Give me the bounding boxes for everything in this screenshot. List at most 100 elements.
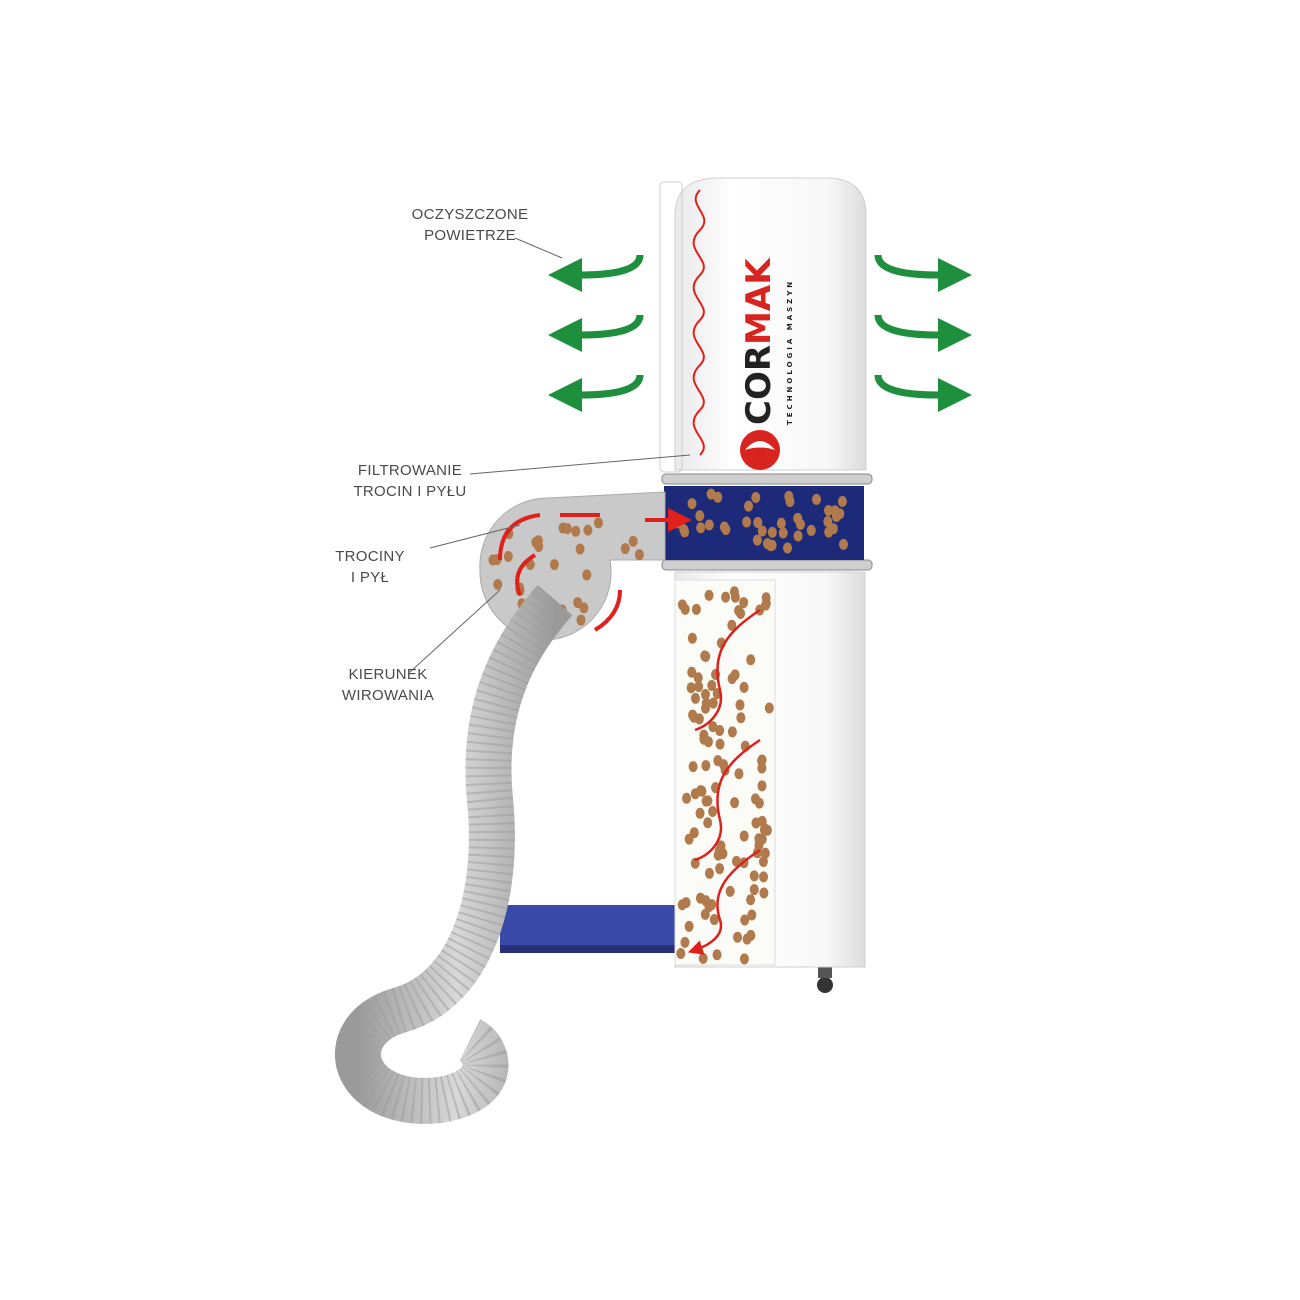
label-line: FILTROWANIE	[357, 462, 463, 479]
dust-particle	[573, 597, 583, 609]
separator-band	[664, 486, 864, 560]
dust-particle	[701, 895, 711, 907]
dust-particle	[739, 953, 749, 965]
dust-particle	[575, 543, 585, 555]
dust-particle	[735, 699, 745, 711]
downward-spiral-arrow	[695, 608, 761, 950]
dust-particle	[634, 549, 644, 561]
dust-particle	[747, 909, 757, 921]
intake-hose	[335, 584, 573, 1124]
dust-particle	[503, 551, 513, 563]
dust-particle	[729, 586, 739, 598]
upper-clamp	[661, 473, 873, 485]
dust-particle	[701, 702, 711, 714]
dust-particle	[704, 519, 714, 531]
dust-particle	[701, 651, 711, 663]
dust-particle	[835, 508, 845, 520]
dust-particle	[701, 795, 711, 807]
dust-particle	[698, 952, 708, 964]
dust-particle	[693, 672, 703, 684]
dust-particle	[701, 760, 711, 772]
dust-particle	[749, 884, 759, 896]
dust-particle	[694, 681, 704, 693]
dust-particle	[730, 797, 740, 809]
dust-particle	[760, 847, 770, 859]
dust-particle	[837, 495, 847, 507]
dust-particle	[727, 673, 737, 685]
dust-particle	[687, 498, 697, 510]
dust-particle	[677, 599, 687, 611]
dust-particle	[716, 840, 726, 852]
label-line: KIERUNEK	[348, 666, 428, 683]
dust-particle	[793, 530, 803, 542]
dust-particle	[620, 543, 630, 555]
dust-particle	[681, 897, 691, 909]
dust-particle	[701, 689, 711, 701]
dust-particle	[712, 949, 722, 961]
dust-particle	[715, 724, 725, 736]
dust-particle	[812, 493, 822, 505]
dust-particle	[761, 592, 771, 604]
cormak-logo: CORMAK TECHNOLOGIA MASZYN	[739, 257, 794, 470]
dust-particle	[739, 830, 749, 842]
dust-particle	[493, 578, 503, 590]
dust-particle	[680, 936, 690, 948]
dust-particle	[824, 504, 834, 516]
dust-particle	[759, 887, 769, 899]
dust-particle	[694, 713, 704, 725]
dust-particle	[740, 914, 750, 926]
dust-particle	[766, 540, 776, 552]
upper-filter-bag: CORMAK TECHNOLOGIA MASZYN	[659, 177, 867, 473]
dust-particle	[733, 931, 743, 943]
dust-particle	[690, 857, 700, 869]
dust-particle	[571, 525, 581, 537]
dust-particle	[838, 538, 848, 550]
label-filtering: FILTROWANIE TROCIN I PYŁU	[335, 460, 485, 502]
label-clean-air: OCZYSZCZONE POWIETRZE	[390, 204, 550, 246]
dust-particle	[749, 870, 759, 882]
dust-particle	[725, 885, 735, 897]
dust-particle	[704, 867, 714, 879]
band-dust-particles	[672, 488, 848, 554]
dust-particle	[757, 525, 767, 537]
dust-particle	[767, 526, 777, 538]
dust-particle	[727, 619, 737, 631]
dust-particle	[752, 534, 762, 546]
lower-clamp	[661, 559, 873, 571]
dust-particle	[727, 726, 737, 738]
label-spin-direction: KIERUNEK WIROWANIA	[328, 664, 448, 706]
dust-particle	[676, 947, 686, 959]
dust-particle	[715, 863, 725, 875]
cyclone-inlet	[479, 491, 680, 641]
dust-particle	[713, 755, 723, 767]
dust-particle	[736, 608, 746, 620]
dust-particle	[686, 682, 696, 694]
dust-particle	[757, 780, 767, 792]
dust-particle	[824, 526, 834, 538]
dust-particle	[628, 535, 638, 547]
dust-particle	[739, 681, 749, 693]
dust-particle	[776, 517, 786, 529]
dust-particle	[759, 824, 769, 836]
dust-particle	[736, 712, 746, 724]
dust-particle	[706, 488, 716, 500]
arrowheads-right	[938, 258, 972, 412]
dust-particle	[746, 654, 756, 666]
dust-particle	[534, 540, 544, 552]
upward-flow-arrow	[692, 189, 706, 456]
dust-particle	[703, 736, 713, 748]
dust-particle	[583, 524, 593, 536]
dust-particle	[708, 721, 718, 733]
dust-particle	[721, 523, 731, 535]
dust-particle	[778, 527, 788, 539]
dust-particle	[704, 589, 714, 601]
dust-particle	[742, 516, 752, 528]
dust-particle	[688, 761, 698, 773]
dust-particle	[746, 894, 756, 906]
dust-particle	[744, 500, 754, 512]
lower-collection-bag	[674, 571, 866, 968]
dust-particle	[721, 591, 731, 603]
dust-particle	[806, 524, 816, 536]
dust-particle	[734, 768, 744, 780]
dust-particle	[715, 738, 725, 750]
